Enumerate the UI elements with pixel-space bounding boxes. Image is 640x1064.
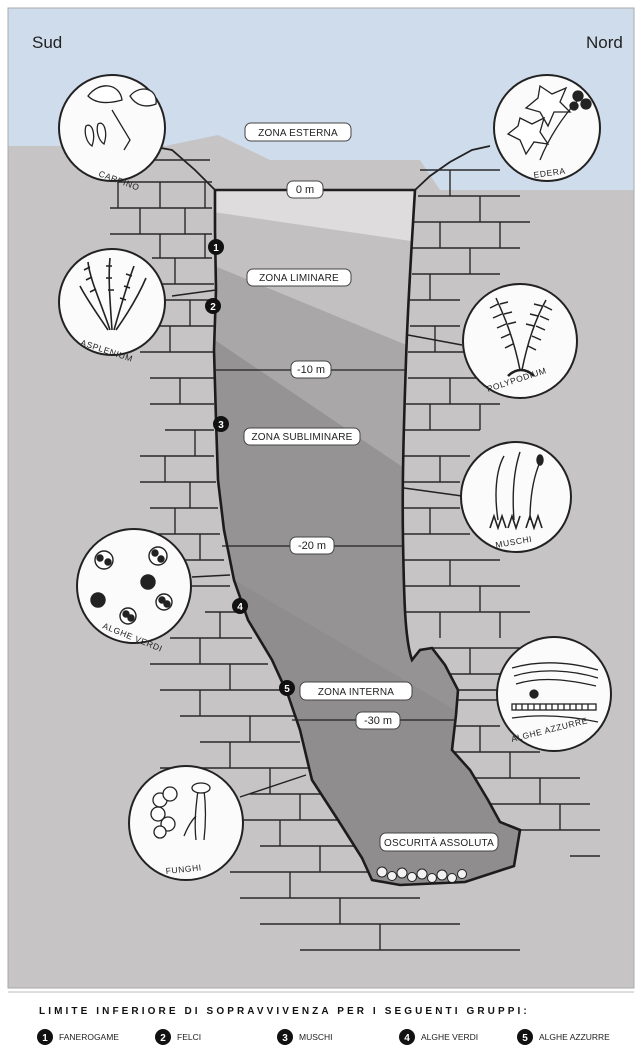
depth-label-30: -30 m xyxy=(356,712,400,729)
marker-2: 2 xyxy=(205,298,221,314)
svg-text:ALGHE AZZURRE: ALGHE AZZURRE xyxy=(539,1032,610,1042)
svg-text:5: 5 xyxy=(284,684,290,695)
plant-circle-edera: EDERA xyxy=(494,75,600,181)
legend-title: LIMITE INFERIORE DI SOPRAVVIVENZA PER I … xyxy=(39,1006,530,1017)
marker-3: 3 xyxy=(213,416,229,432)
legend-area xyxy=(8,992,634,1064)
marker-5: 5 xyxy=(279,680,295,696)
svg-text:FELCI: FELCI xyxy=(177,1032,201,1042)
plant-circle-polypodium: POLYPODIUM xyxy=(463,284,577,398)
zone-label-interna: ZONA INTERNA xyxy=(300,682,412,700)
svg-text:4: 4 xyxy=(404,1033,410,1044)
svg-text:1: 1 xyxy=(42,1033,48,1044)
depth-label-20: -20 m xyxy=(290,537,334,554)
plant-circle-funghi: FUNGHI xyxy=(129,766,243,880)
svg-text:-10 m: -10 m xyxy=(297,364,325,376)
depth-label-0: 0 m xyxy=(287,181,323,198)
svg-text:2: 2 xyxy=(210,302,216,313)
svg-text:2: 2 xyxy=(160,1033,166,1044)
svg-text:4: 4 xyxy=(237,602,243,613)
zone-label-subliminare: ZONA SUBLIMINARE xyxy=(244,428,360,445)
svg-text:OSCURITÀ ASSOLUTA: OSCURITÀ ASSOLUTA xyxy=(384,836,494,849)
svg-text:3: 3 xyxy=(282,1033,288,1044)
label-nord: Nord xyxy=(586,33,623,52)
plant-circle-alghe-azzurre: ALGHE AZZURRE xyxy=(497,637,611,751)
svg-text:5: 5 xyxy=(522,1033,528,1044)
zone-label-liminare: ZONA LIMINARE xyxy=(247,269,351,286)
svg-text:0 m: 0 m xyxy=(296,184,314,196)
svg-text:MUSCHI: MUSCHI xyxy=(299,1032,333,1042)
svg-text:ZONA INTERNA: ZONA INTERNA xyxy=(318,687,394,698)
svg-text:3: 3 xyxy=(218,420,224,431)
svg-text:ZONA SUBLIMINARE: ZONA SUBLIMINARE xyxy=(252,432,353,443)
marker-4: 4 xyxy=(232,598,248,614)
marker-1: 1 xyxy=(208,239,224,255)
svg-text:ALGHE VERDI: ALGHE VERDI xyxy=(421,1032,478,1042)
zone-label-esterna: ZONA ESTERNA xyxy=(245,123,351,141)
svg-text:-20 m: -20 m xyxy=(298,540,326,552)
svg-text:ZONA ESTERNA: ZONA ESTERNA xyxy=(258,128,338,139)
svg-text:ZONA LIMINARE: ZONA LIMINARE xyxy=(259,273,339,284)
svg-text:-30 m: -30 m xyxy=(364,715,392,727)
svg-text:1: 1 xyxy=(213,243,219,254)
svg-text:FANEROGAME: FANEROGAME xyxy=(59,1032,119,1042)
depth-label-10: -10 m xyxy=(291,361,331,378)
plant-circle-muschi: MUSCHI xyxy=(461,442,571,552)
zone-label-oscurita: OSCURITÀ ASSOLUTA xyxy=(380,833,498,851)
label-sud: Sud xyxy=(32,33,62,52)
